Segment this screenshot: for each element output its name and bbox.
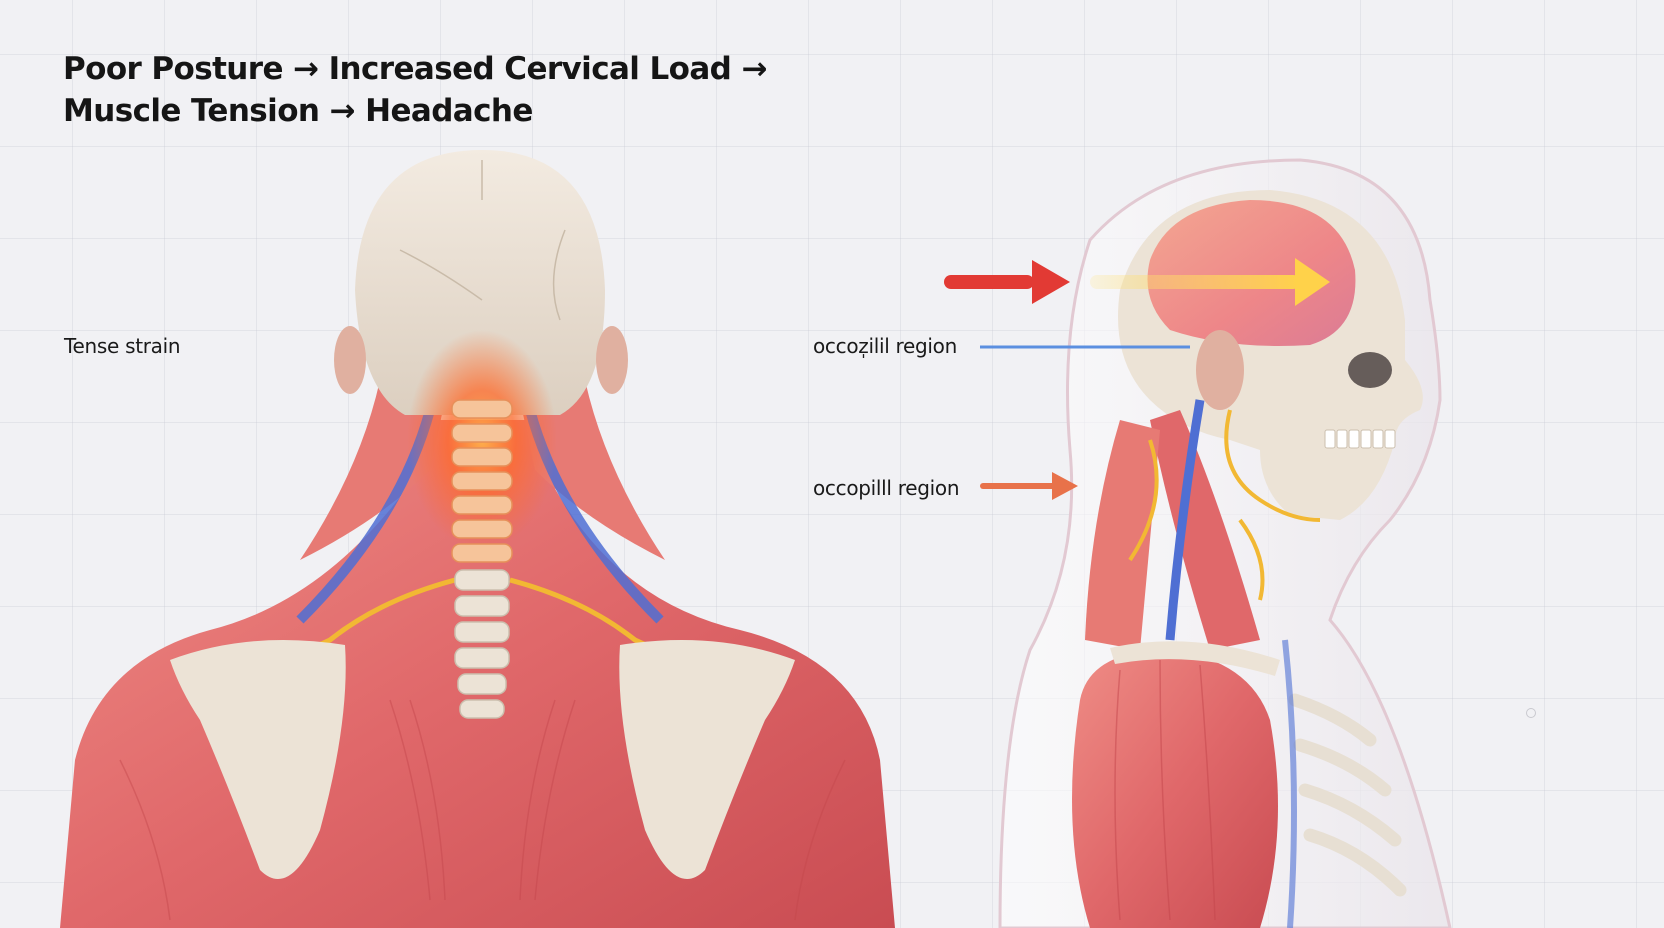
ear-right [596, 326, 628, 394]
thoracic-spine [454, 569, 510, 719]
label-occipital-upper: occoz̩ilil region [813, 334, 957, 358]
lateral-neck-view [998, 158, 1452, 928]
title-line-1: Poor Posture → Increased Cervical Load → [63, 51, 767, 87]
eye-socket [1348, 352, 1392, 388]
posterior-head [355, 150, 605, 415]
label-occipital-lower: occopilll region [813, 476, 960, 500]
lateral-ear [1196, 330, 1244, 410]
arrow-right-icon [944, 260, 1070, 304]
label-tense-strain: Tense strain [64, 334, 181, 358]
lateral-nerve-3 [1238, 518, 1265, 601]
diagram-title: Poor Posture → Increased Cervical Load →… [63, 48, 767, 132]
lateral-nerve-1 [1224, 409, 1321, 522]
scapula-right [619, 640, 795, 879]
deltoid-fibers [1114, 659, 1216, 921]
headache-arrow-icon [1090, 258, 1330, 306]
lateral-vessel [1165, 399, 1205, 641]
deltoid-muscle [1072, 650, 1278, 928]
spine-column [1282, 639, 1297, 928]
back-muscle-fibers [119, 699, 846, 921]
ear-left [334, 326, 366, 394]
small-circle-marker [1526, 708, 1536, 718]
brain [1147, 200, 1356, 346]
lateral-nerve-2 [1128, 439, 1159, 562]
skull-suture [399, 160, 566, 321]
posterior-neck-view [60, 150, 895, 928]
cervical-spine [451, 399, 513, 563]
scapula-left [170, 640, 346, 879]
teeth [1324, 429, 1396, 449]
sternocleidomastoid-muscle [1150, 410, 1260, 650]
title-line-2: Muscle Tension → Headache [63, 93, 533, 129]
rib-cage [1288, 693, 1407, 897]
occipital-lower-arrow-icon [980, 472, 1078, 500]
posterior-neck-muscle [1085, 420, 1160, 650]
clavicle [1110, 641, 1280, 676]
